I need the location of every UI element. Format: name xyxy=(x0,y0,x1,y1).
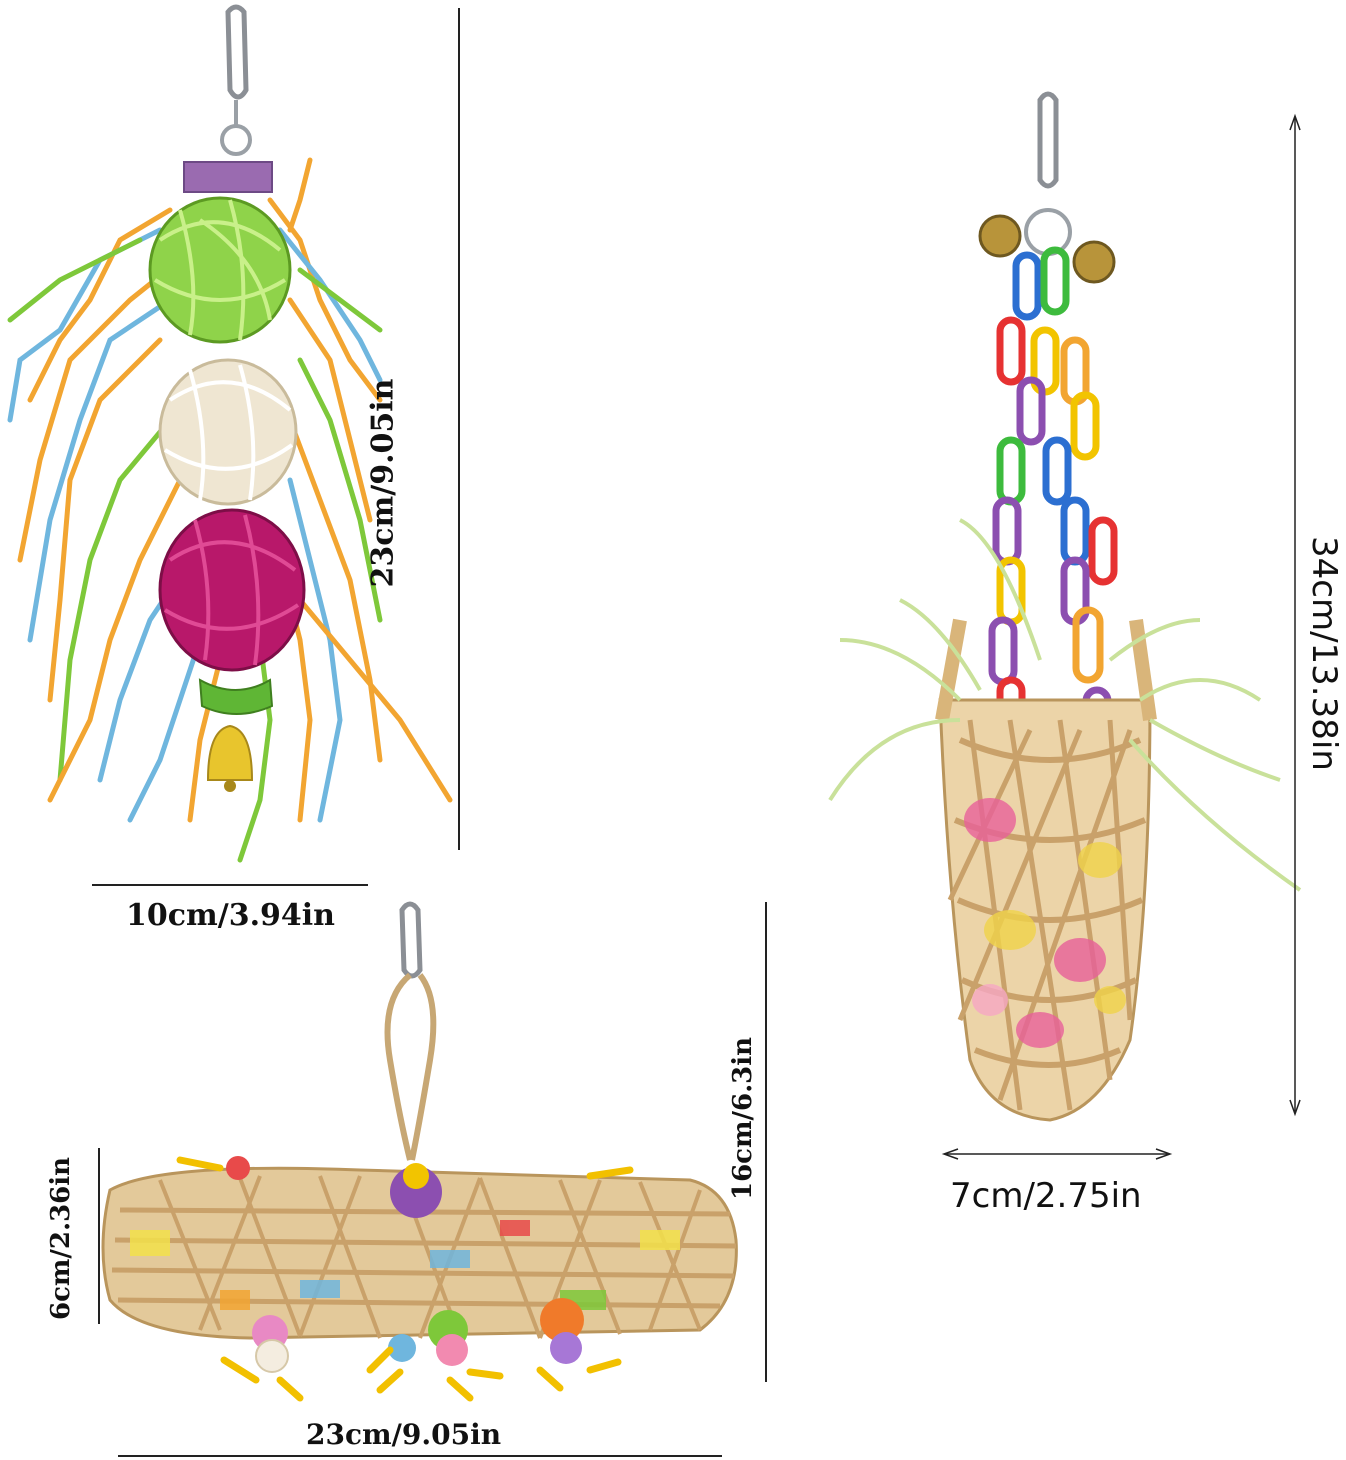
shredder-ball-toy xyxy=(7,4,453,863)
toy2-width-label: 7cm/2.75in xyxy=(950,1176,1142,1216)
basket-foraging-toy xyxy=(828,91,1302,1122)
green-wicker-ball xyxy=(148,196,292,344)
shredded-paper xyxy=(130,1220,680,1310)
green-wood-slab xyxy=(198,678,274,715)
toy3-height-line xyxy=(765,902,767,1382)
toy2-height-label: 34cm/13.38in xyxy=(1304,536,1344,771)
toy3-width-line xyxy=(118,1455,722,1457)
jute-rope xyxy=(384,972,437,1161)
bamboo-tube xyxy=(101,1166,738,1340)
magenta-wicker-ball xyxy=(158,508,306,672)
shredded-paper xyxy=(964,798,1126,1048)
plastic-chain-links xyxy=(988,246,1118,756)
tube-foraging-toy xyxy=(101,901,738,1402)
toy3-width-label: 23cm/9.05in xyxy=(306,1418,502,1451)
clip-hook-icon xyxy=(220,4,252,156)
white-wicker-ball xyxy=(158,358,298,506)
toy1-height-line xyxy=(458,8,460,850)
wood-block xyxy=(183,161,273,193)
toy3-depth-line xyxy=(98,1148,100,1324)
toy1-width-label: 10cm/3.94in xyxy=(126,898,335,933)
toy3-depth-label: 6cm/2.36in xyxy=(46,1156,76,1320)
toy3-height-label: 16cm/6.3in xyxy=(728,1036,758,1200)
bell-icon xyxy=(978,214,1116,284)
toy1-height-label: 23cm/9.05in xyxy=(365,378,401,588)
flower-bead-icon xyxy=(226,1156,584,1373)
bamboo-basket xyxy=(935,618,1157,1122)
raffia-strands xyxy=(828,518,1302,892)
vertical-arrow-icon xyxy=(1289,113,1301,1117)
bell-icon xyxy=(206,724,254,792)
horizontal-arrow-icon xyxy=(941,1148,1173,1160)
tassels xyxy=(176,1156,634,1402)
toy1-width-line xyxy=(92,884,368,886)
